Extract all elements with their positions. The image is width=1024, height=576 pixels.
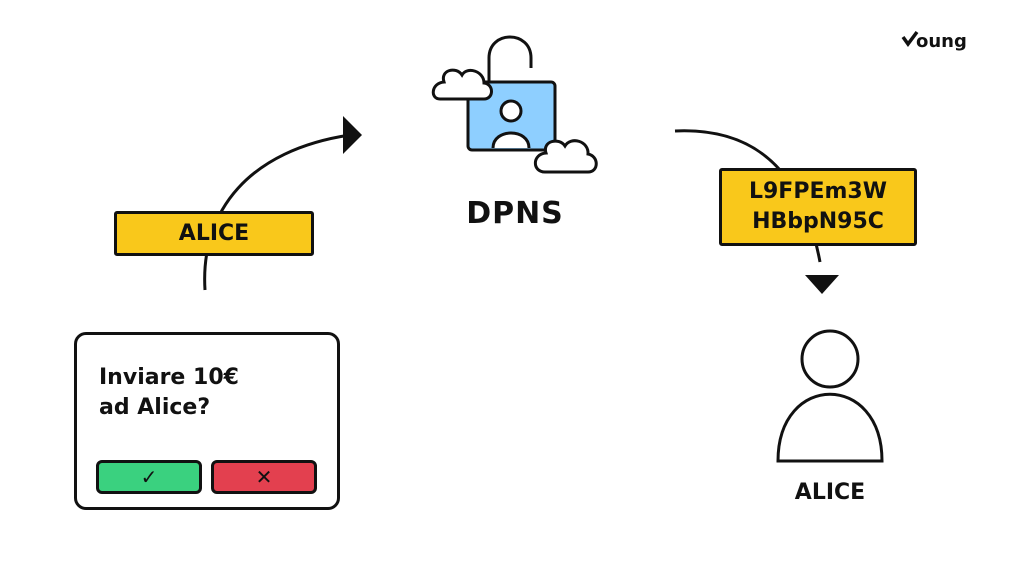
cloud-icon xyxy=(533,139,598,174)
close-icon: ✕ xyxy=(255,465,273,489)
server-title: DPNS xyxy=(466,196,564,231)
recipient-label: ALICE xyxy=(794,480,866,505)
cancel-button[interactable]: ✕ xyxy=(211,460,317,494)
recipient-head-icon xyxy=(800,329,860,389)
user-icon-head xyxy=(499,99,523,123)
dialog-question-line-1: Inviare 10€ xyxy=(99,365,239,390)
sender-name-label: ALICE xyxy=(114,211,314,256)
young-logo: oung xyxy=(916,31,967,52)
resolved-address-label: L9FPEm3W HBbpN95C xyxy=(719,168,917,246)
payment-dialog: Inviare 10€ ad Alice? ✓ ✕ xyxy=(74,332,340,510)
recipient-body-icon xyxy=(776,392,884,463)
address-line-1: L9FPEm3W xyxy=(748,179,887,204)
check-icon: ✓ xyxy=(140,465,158,489)
response-arrow-head xyxy=(805,275,839,294)
sender-name-text: ALICE xyxy=(178,221,250,246)
confirm-button[interactable]: ✓ xyxy=(96,460,202,494)
request-arrow-head xyxy=(343,116,362,154)
dialog-question: Inviare 10€ ad Alice? xyxy=(99,363,239,423)
user-icon-body xyxy=(491,131,531,149)
padlock-shackle-icon xyxy=(487,35,533,84)
logo-check-icon xyxy=(901,30,919,47)
request-arrow-line xyxy=(203,133,351,291)
dialog-question-line-2: ad Alice? xyxy=(99,395,211,420)
logo-text: oung xyxy=(916,31,967,52)
address-line-2: HBbpN95C xyxy=(752,209,884,234)
cloud-icon xyxy=(431,68,493,101)
